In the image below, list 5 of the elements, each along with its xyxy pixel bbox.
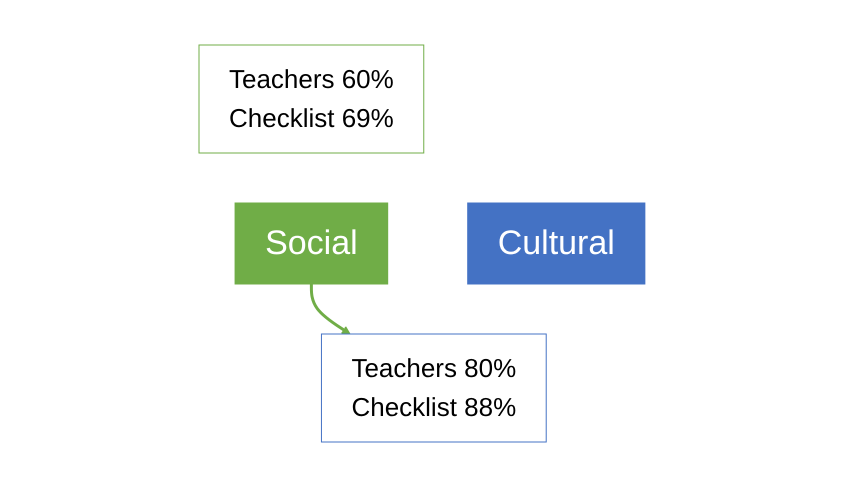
node-box: Teachers 60% Checklist 69% xyxy=(198,44,424,154)
arrow xyxy=(309,284,350,334)
node-box: Cultural xyxy=(466,202,645,284)
node-box: Social xyxy=(234,202,388,284)
node-box: Teachers 80% Checklist 88% xyxy=(320,334,546,442)
